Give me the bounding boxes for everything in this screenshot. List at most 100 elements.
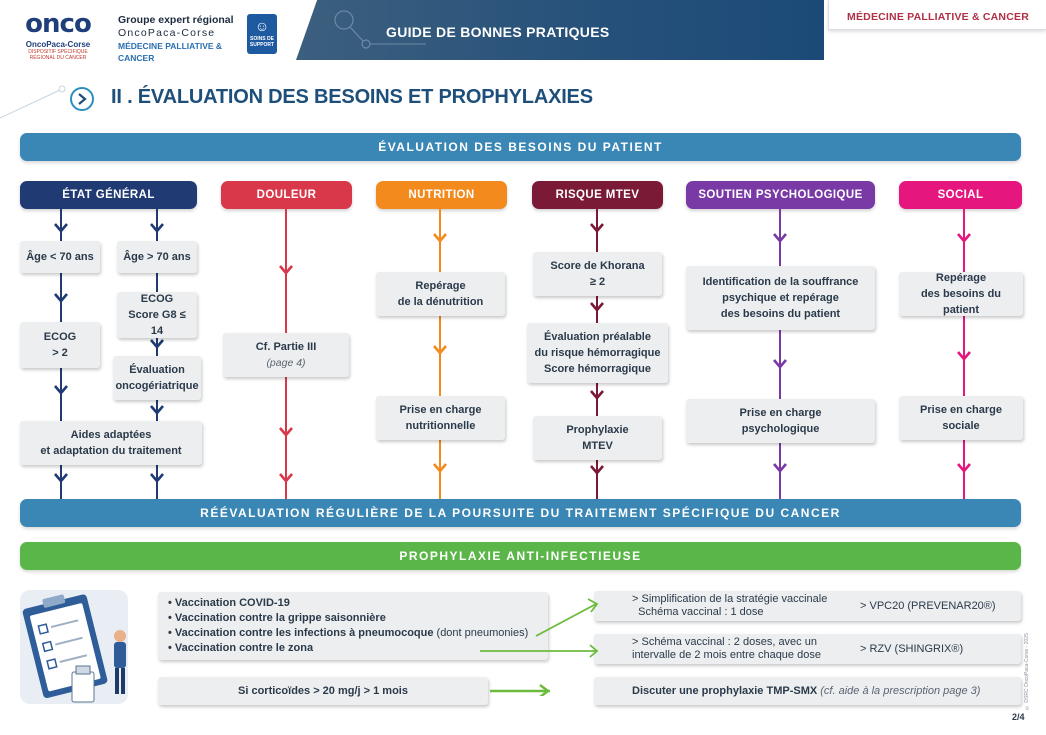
flow-line: [963, 209, 965, 499]
group-line3: MÉDECINE PALLIATIVE & CANCER: [118, 41, 223, 63]
box-ppsy-line1: Prise en charge: [739, 407, 822, 419]
result-zona: > Schéma vaccinal : 2 doses, avec un int…: [594, 634, 1021, 664]
box-rsoc-line1: Repérage: [935, 272, 987, 284]
page-number: 2/4: [1012, 712, 1025, 722]
group-line2: OncoPaca-Corse: [118, 27, 216, 39]
box-ident-line1: Identification de la souffrance: [702, 276, 859, 288]
result-pneumocoque-line1: > Simplification de la stratégie vaccina…: [632, 593, 828, 605]
specialty-tab[interactable]: MÉDECINE PALLIATIVE & CANCER: [828, 0, 1046, 30]
clipboard-doctor-icon: [20, 590, 128, 704]
box-ecog-line2: > 2: [52, 347, 68, 359]
header: onco OncoPaca-Corse DISPOSITIF SPÉCIFIQU…: [0, 0, 1046, 64]
guide-title: GUIDE DE BONNES PRATIQUES: [386, 24, 610, 40]
box-proph-line2: MTEV: [582, 440, 613, 452]
flow-arrow-icon: [957, 233, 971, 243]
box-khor-line1: Score de Khorana: [550, 260, 645, 272]
vaccination-item: • Vaccination contre les infections à pn…: [168, 626, 538, 641]
result-zona-line1: > Schéma vaccinal : 2 doses, avec un: [632, 636, 817, 648]
logo-wordmark: onco: [25, 9, 92, 39]
flow-arrow-icon: [150, 339, 164, 349]
box-ecog-g8: ECOG Score G8 ≤ 14: [117, 292, 197, 338]
box-prophylaxie-mtev: Prophylaxie MTEV: [533, 416, 662, 460]
logo-tagline-line2: RÉGIONAL DU CANCER: [29, 55, 87, 61]
box-oncogeriatric-eval: Évaluation oncogériatrique: [113, 356, 201, 400]
box-ecog-gt2: ECOG > 2: [20, 322, 100, 368]
box-corticoides: Si corticoïdes > 20 mg/j > 1 mois: [158, 677, 488, 705]
arrow-pneumo-line: [535, 603, 597, 637]
flow-arrow-icon: [590, 302, 604, 312]
flow-arrow-icon: [150, 223, 164, 233]
box-score-khorana: Score de Khorana ≥ 2: [533, 252, 662, 296]
result-zona-vaccine: > RZV (SHINGRIX®): [860, 643, 964, 655]
flow-arrow-icon: [590, 390, 604, 400]
box-age-lt70: Âge < 70 ans: [20, 241, 100, 273]
green-arrows: [480, 598, 599, 696]
vaccination-item-note: (dont pneumonies): [433, 627, 529, 639]
arrow-zona-head-icon: [589, 644, 599, 658]
box-cf-line2: (page 4): [266, 357, 306, 369]
box-hemo-line3: Score hémorragique: [544, 363, 651, 375]
flow-arrow-icon: [150, 473, 164, 483]
tmp-smx-reference: (cf. aide à la prescription page 3): [817, 685, 981, 697]
box-ident-line2: psychique et repérage: [722, 292, 839, 304]
box-khor-line2: ≥ 2: [589, 276, 606, 288]
specialty-tab-label: MÉDECINE PALLIATIVE & CANCER: [847, 11, 1029, 23]
vaccination-item: • Vaccination contre la grippe saisonniè…: [168, 611, 538, 626]
flow-arrow-icon: [279, 427, 293, 437]
box-reperage-denutrition: Repérage de la dénutrition: [376, 272, 505, 316]
vaccination-item: • Vaccination contre le zona: [168, 641, 538, 656]
category-etat-general: ÉTAT GÉNÉRAL: [20, 181, 197, 209]
flow-arrow-icon: [773, 463, 787, 473]
box-proph-line1: Prophylaxie: [566, 424, 629, 436]
box-pnut-line2: nutritionnelle: [405, 420, 476, 432]
box-ecog-g8-line1: ECOG: [140, 293, 174, 305]
box-cf-line1: Cf. Partie III: [255, 341, 317, 353]
badge-line1: SOINS DE: [250, 36, 274, 42]
vaccination-item: • Vaccination COVID-19: [168, 596, 538, 611]
category-soutien-psychologique: SOUTIEN PSYCHOLOGIQUE: [686, 181, 875, 209]
box-pnut-line1: Prise en charge: [399, 404, 482, 416]
flow-arrow-icon: [279, 265, 293, 275]
oncopaca-logo[interactable]: onco OncoPaca-Corse DISPOSITIF SPÉCIFIQU…: [18, 9, 98, 61]
section-title: II . ÉVALUATION DES BESOINS ET PROPHYLAX…: [111, 86, 593, 108]
flow-arrow-icon: [54, 223, 68, 233]
box-prise-nutritionnelle: Prise en charge nutritionnelle: [376, 396, 505, 440]
flow-arrow-icon: [773, 359, 787, 369]
flow-arrow-icon: [54, 293, 68, 303]
chevron-right-icon: [70, 87, 94, 111]
box-prise-psychologique: Prise en charge psychologique: [686, 399, 875, 443]
box-identification-souffrance: Identification de la souffrance psychiqu…: [686, 266, 875, 330]
box-eval-line2: oncogériatrique: [115, 380, 199, 392]
box-psoc-line1: Prise en charge: [920, 404, 1002, 416]
tmp-smx-label: Discuter une prophylaxie TMP-SMX: [632, 685, 818, 697]
box-eval-line1: Évaluation: [129, 364, 185, 376]
flow-arrow-icon: [433, 463, 447, 473]
flow-arrow-icon: [54, 385, 68, 395]
flow-arrow-icon: [590, 465, 604, 475]
box-ecog-line1: ECOG: [43, 331, 77, 343]
flow-arrow-icon: [957, 463, 971, 473]
category-social: SOCIAL: [899, 181, 1022, 209]
band-prophylaxie: PROPHYLAXIE ANTI-INFECTIEUSE: [20, 542, 1021, 570]
arrow-cortico-head-icon: [539, 684, 551, 696]
box-rsoc-line2: des besoins du patient: [920, 288, 1002, 316]
flow-arrow-icon: [957, 351, 971, 361]
box-rep-line1: Repérage: [415, 280, 466, 292]
flow-line: [156, 209, 158, 499]
result-pneumocoque-vaccine: > VPC20 (PREVENAR20®): [860, 600, 996, 612]
category-nutrition: NUTRITION: [376, 181, 507, 209]
result-pneumocoque-line2: Schéma vaccinal : 1 dose: [638, 606, 764, 618]
box-cf-partie-iii[interactable]: Cf. Partie III (page 4): [223, 333, 349, 377]
vaccination-list: • Vaccination COVID-19 • Vaccination con…: [158, 592, 548, 660]
flow-arrow-icon: [150, 405, 164, 415]
box-risque-hemorragique: Évaluation préalable du risque hémorragi…: [527, 323, 668, 383]
result-pneumocoque-desc: > Simplification de la stratégie vaccina…: [632, 593, 852, 619]
molecule-decoration-icon: [334, 10, 426, 49]
soins-support-badge: ☺ SOINS DE SUPPORT: [247, 14, 277, 54]
vaccination-item-label: • Vaccination COVID-19: [168, 597, 290, 609]
decorative-line-icon: [0, 85, 66, 119]
logo-tagline: DISPOSITIF SPÉCIFIQUE RÉGIONAL DU CANCER: [18, 49, 98, 61]
flow-arrow-icon: [54, 473, 68, 483]
logo-subtitle: OncoPaca-Corse: [25, 40, 91, 49]
result-zona-desc: > Schéma vaccinal : 2 doses, avec un int…: [632, 636, 852, 662]
